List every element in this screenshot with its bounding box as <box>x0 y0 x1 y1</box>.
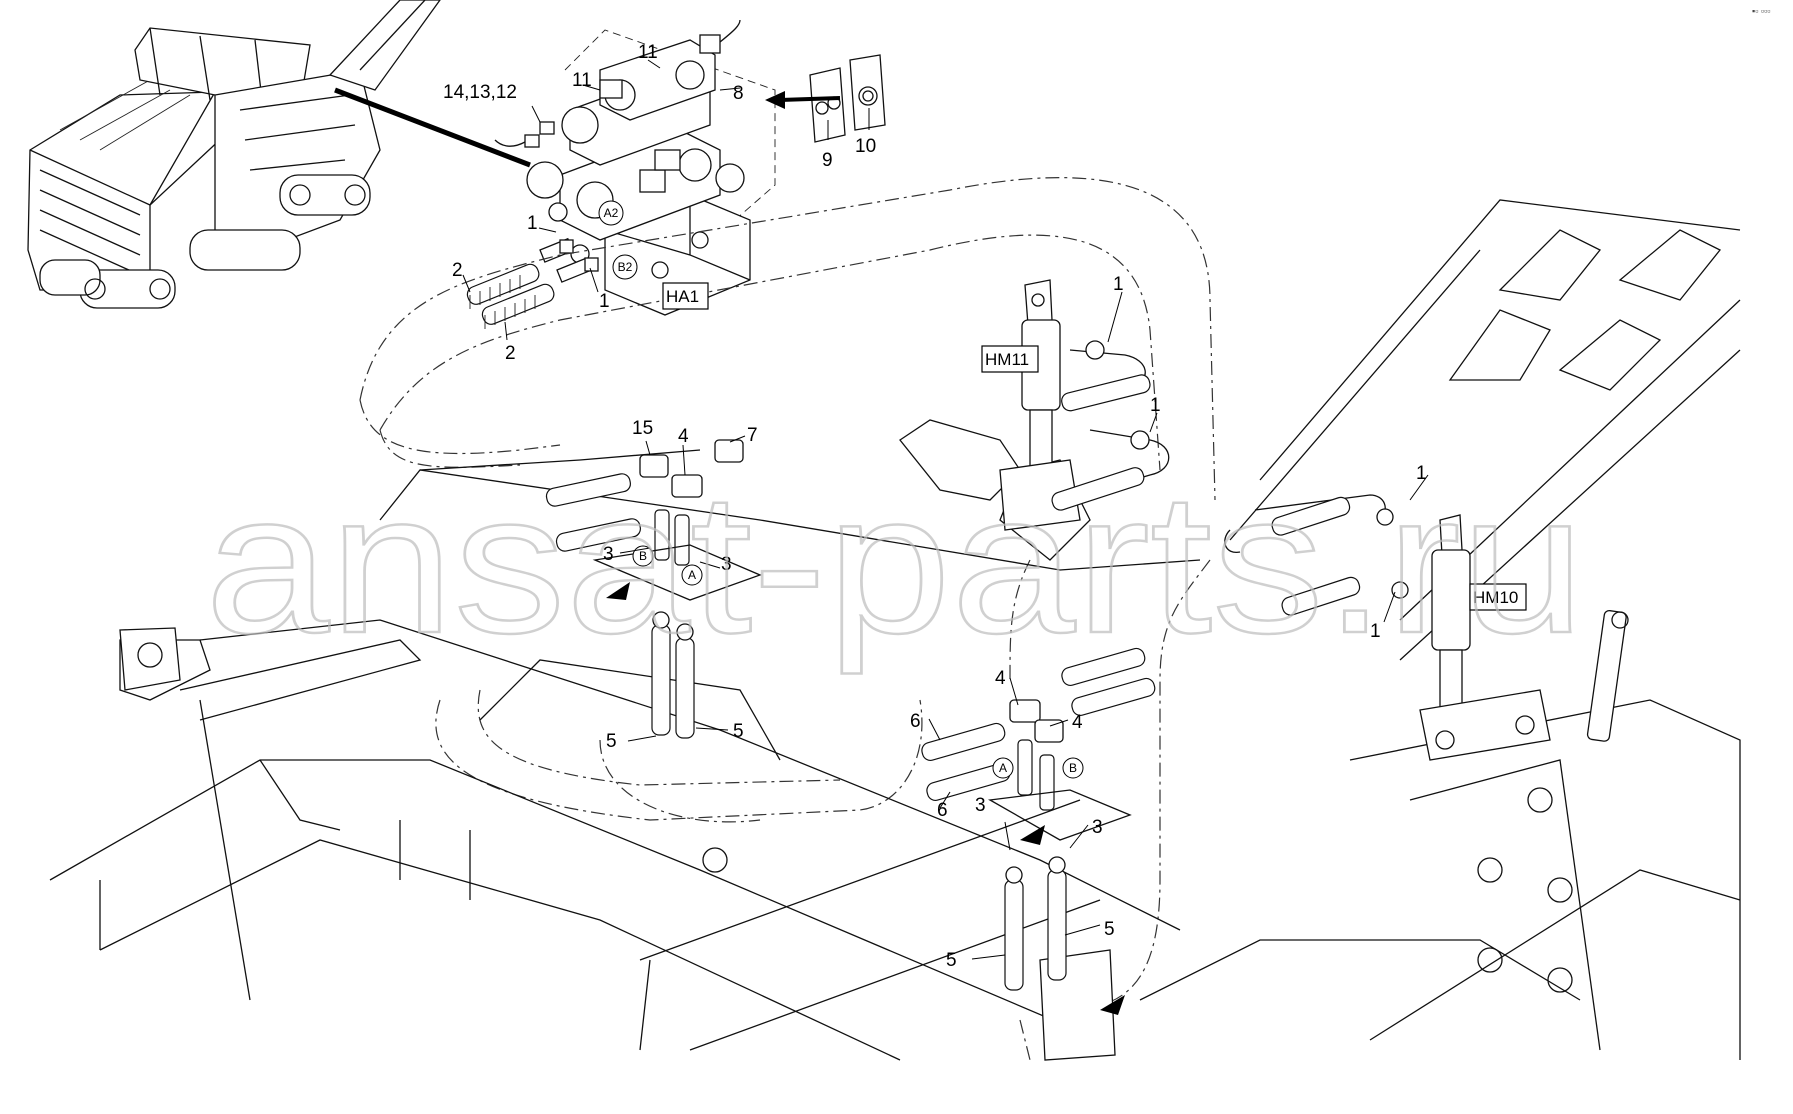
direction-arrow <box>1100 995 1125 1015</box>
svg-text:HM11: HM11 <box>985 350 1029 369</box>
callout-4: 4 <box>995 668 1006 689</box>
callout-1: 1 <box>1416 463 1427 484</box>
svg-text:A: A <box>999 761 1007 775</box>
watermark: ansat-parts.ru <box>205 452 1585 675</box>
cylinder-hm10 <box>1419 514 1551 761</box>
callout-11: 11 <box>572 70 592 91</box>
tag-ha1: HA1 <box>662 282 709 310</box>
tag-hm11: HM11 <box>981 345 1039 373</box>
hose-set-lower-manifold <box>921 647 1156 991</box>
svg-text:A: A <box>688 568 696 582</box>
corner-mark: ▪▫ ▫▫▫ <box>1752 6 1770 16</box>
callout-10: 10 <box>855 136 876 157</box>
callout-1: 1 <box>1113 274 1124 295</box>
callout-4: 4 <box>678 426 689 447</box>
hose-set-hm10 <box>1224 494 1409 616</box>
callout-4: 4 <box>1072 712 1083 733</box>
callout-6: 6 <box>910 711 921 732</box>
hose-set-upper-manifold <box>545 439 762 739</box>
callout-5: 5 <box>946 950 957 971</box>
hose-set-hm11 <box>1051 340 1170 511</box>
callout-1: 1 <box>1370 621 1381 642</box>
valve-block-ha1 <box>466 19 776 329</box>
port-label-a2: A2 <box>598 200 624 226</box>
svg-text:HA1: HA1 <box>666 287 699 306</box>
port-label-a-lower: A <box>992 757 1014 779</box>
svg-text:B: B <box>1069 761 1077 775</box>
tag-hm10: HM10 <box>1469 583 1527 611</box>
callout-5: 5 <box>606 731 617 752</box>
port-label-b-lower: B <box>1062 757 1084 779</box>
callout-3: 3 <box>721 554 732 575</box>
callout-7: 7 <box>747 425 758 446</box>
callout-numbers: 14,13,12 11 11 8 9 10 1 2 1 2 1 1 1 1 15… <box>443 42 1427 971</box>
callout-3: 3 <box>1092 817 1103 838</box>
callout-14-13-12: 14,13,12 <box>443 82 517 103</box>
direction-arrow <box>606 582 630 600</box>
callout-15: 15 <box>632 418 653 439</box>
side-strut <box>1586 609 1629 742</box>
callout-1: 1 <box>527 213 538 234</box>
callout-3: 3 <box>603 544 614 565</box>
callout-2: 2 <box>452 260 463 281</box>
callout-1: 1 <box>1150 395 1161 416</box>
frame-outline <box>359 177 1216 1061</box>
port-label-a-upper: A <box>681 564 703 586</box>
callout-3: 3 <box>975 795 986 816</box>
callout-9: 9 <box>822 150 833 171</box>
svg-text:B2: B2 <box>618 260 633 274</box>
svg-text:B: B <box>639 549 647 563</box>
callout-2: 2 <box>505 343 516 364</box>
direction-arrow <box>1020 825 1045 845</box>
cylinder-hm11 <box>999 279 1081 531</box>
callout-11: 11 <box>638 42 658 63</box>
svg-text:A2: A2 <box>604 206 619 220</box>
port-label-b2: B2 <box>612 254 638 280</box>
callout-8: 8 <box>733 83 744 104</box>
callout-5: 5 <box>1104 919 1115 940</box>
callout-5: 5 <box>733 721 744 742</box>
leader-lines <box>462 59 1429 960</box>
svg-text:HM10: HM10 <box>1473 588 1518 607</box>
port-label-b-upper: B <box>632 545 654 567</box>
callout-6: 6 <box>937 800 948 821</box>
callout-1: 1 <box>599 291 610 312</box>
seal-kit-bags <box>765 54 886 143</box>
machine-overview <box>27 0 531 309</box>
